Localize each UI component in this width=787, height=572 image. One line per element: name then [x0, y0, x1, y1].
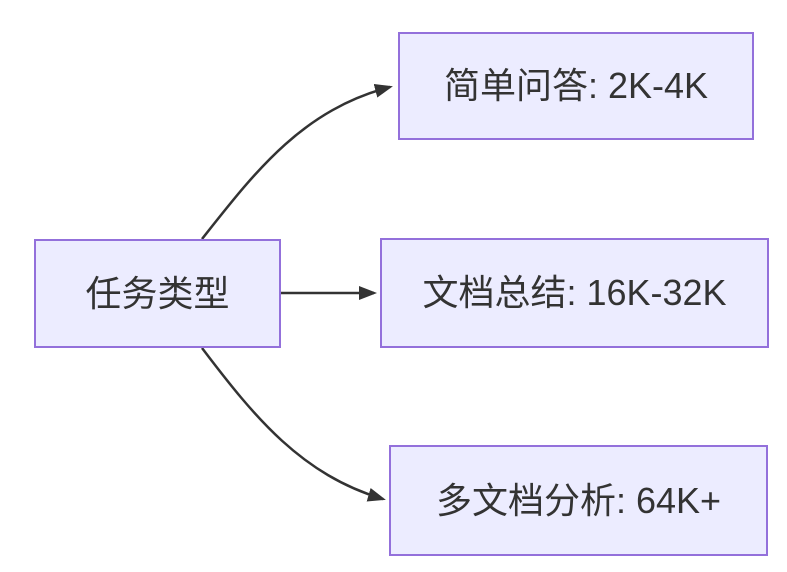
node-task-type-label: 任务类型	[85, 272, 230, 314]
node-doc-summary: 文档总结: 16K-32K	[380, 238, 769, 348]
node-simple-qa-label: 简单问答: 2K-4K	[443, 65, 709, 107]
node-multi-doc-label: 多文档分析: 64K+	[435, 479, 722, 521]
node-task-type: 任务类型	[34, 239, 281, 348]
edge-task-type-to-simple-qa	[201, 84, 393, 240]
edge-task-type-to-multi-doc	[201, 347, 386, 502]
node-doc-summary-label: 文档总结: 16K-32K	[422, 272, 727, 314]
node-multi-doc: 多文档分析: 64K+	[389, 445, 768, 556]
node-simple-qa: 简单问答: 2K-4K	[398, 32, 754, 140]
